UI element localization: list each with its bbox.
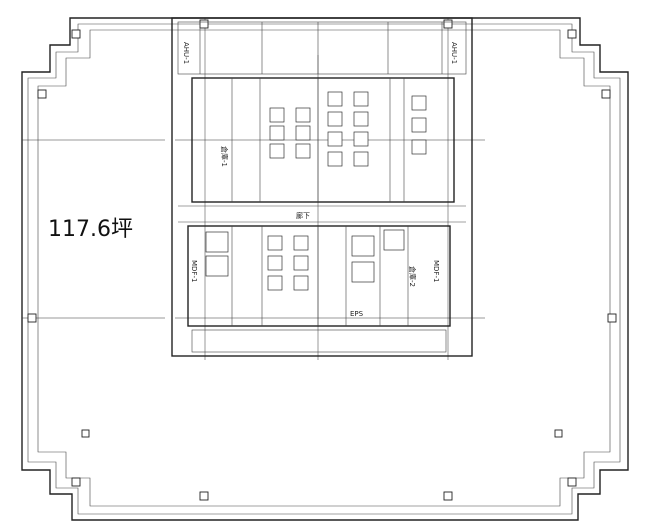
grid-lines <box>22 18 485 360</box>
core <box>171 17 473 357</box>
room-corridor: 廊下 <box>296 211 310 220</box>
inner-wall-2 <box>37 29 611 507</box>
room-ahu-top-right: AHU-1 <box>450 42 458 64</box>
room-mdf-right: MDF-1 <box>432 260 440 282</box>
room-storage-left: 倉庫-1 <box>220 146 229 167</box>
room-mdf-left: MDF-1 <box>190 260 198 282</box>
area-label: 117.6坪 <box>48 217 133 242</box>
outer-wall <box>21 17 629 521</box>
inner-wall <box>27 23 621 515</box>
room-eps: EPS <box>350 310 364 318</box>
fixtures <box>205 91 427 291</box>
room-storage-right: 倉庫-2 <box>408 266 417 287</box>
columns <box>27 19 617 501</box>
room-ahu-top-left: AHU-1 <box>182 42 190 64</box>
